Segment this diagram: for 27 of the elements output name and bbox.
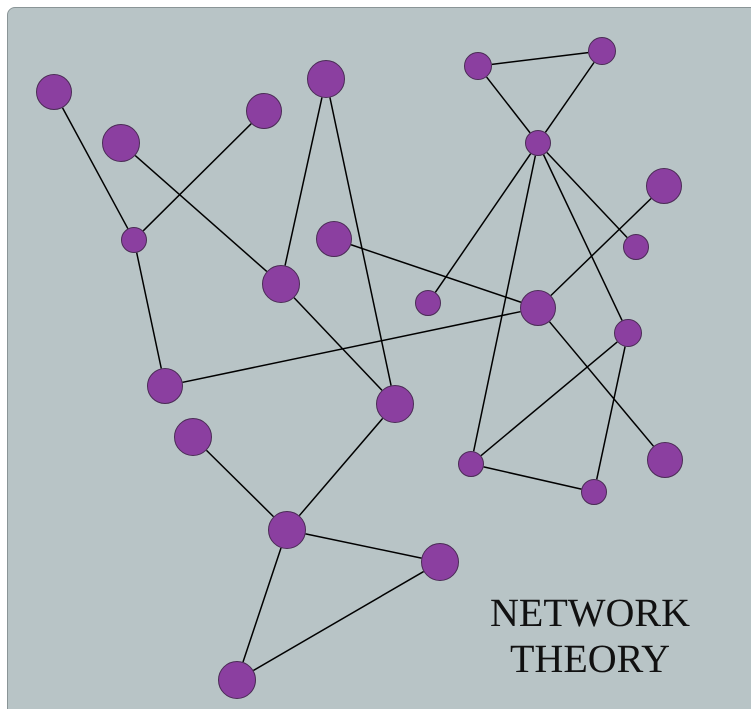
connector-line xyxy=(542,154,623,321)
connector-line xyxy=(596,346,626,480)
connector-line xyxy=(294,297,382,391)
connector-line xyxy=(253,570,424,672)
connector-line xyxy=(305,533,422,559)
connector-line xyxy=(486,76,531,134)
connector-line xyxy=(182,310,521,384)
connector-line xyxy=(544,62,595,133)
connector-line xyxy=(242,548,282,662)
connector-line xyxy=(298,418,384,516)
connector-line xyxy=(492,52,588,66)
connector-line xyxy=(472,156,536,452)
connector-line xyxy=(136,252,162,369)
title: NETWORK THEORY xyxy=(489,590,691,682)
connector-line xyxy=(546,152,628,238)
connector-line xyxy=(329,97,392,386)
connector-line xyxy=(550,198,652,296)
connector-line xyxy=(350,244,522,303)
connector-line xyxy=(206,450,274,518)
connector-line xyxy=(480,341,618,456)
connector-line xyxy=(134,155,268,272)
connector-line xyxy=(484,466,582,490)
connector-line xyxy=(548,321,654,447)
connector-line xyxy=(284,97,323,266)
connector-line xyxy=(434,153,532,293)
connector-line xyxy=(62,107,128,229)
connector-line xyxy=(142,123,252,232)
